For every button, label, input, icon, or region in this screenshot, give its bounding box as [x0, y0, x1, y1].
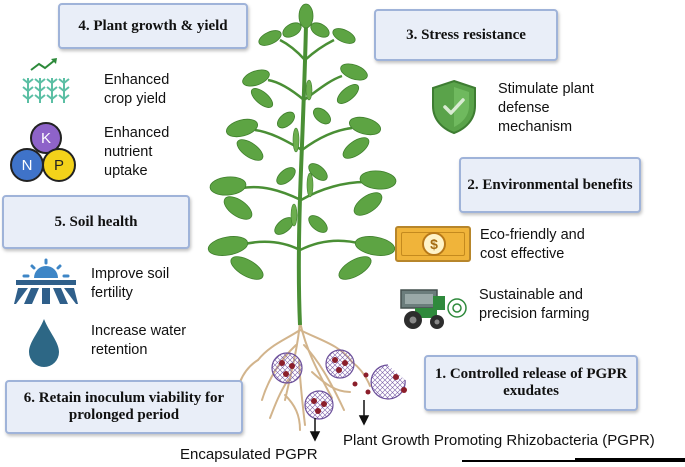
npk-nutrient-icon: K N P [10, 122, 80, 186]
water-drop-icon [29, 319, 59, 367]
money-bill-icon: $ [395, 226, 471, 262]
defense-text: Stimulate plant defense mechanism [498, 81, 594, 135]
environmental-benefits-box: 2. Environmental benefits [459, 157, 641, 213]
shield-check-icon [432, 79, 476, 135]
encapsulated-pgpr-label: Encapsulated PGPR [180, 446, 318, 463]
tractor-icon [400, 289, 467, 329]
plant-growth-box: 4. Plant growth & yield [58, 3, 248, 49]
controlled-release-box: 1. Controlled release of PGPR exudates [424, 355, 638, 411]
encapsulated-bead [304, 390, 334, 420]
eco-friendly-text: Eco-friendly and cost effective [480, 227, 585, 262]
label-arrows [309, 400, 370, 442]
soil-health-box: 5. Soil health [2, 195, 190, 249]
potassium-circle: K [30, 122, 62, 154]
phosphorus-circle: P [42, 148, 76, 182]
pgpr-label: Plant Growth Promoting Rhizobacteria (PG… [343, 432, 655, 449]
encapsulated-bead [271, 352, 303, 384]
precision-farming-text: Sustainable and precision farming [479, 287, 590, 322]
nutrient-uptake-text: Enhanced nutrient uptake [104, 125, 170, 179]
growth-chart-icon [22, 58, 70, 103]
crop-yield-text: Enhanced crop yield [104, 72, 170, 107]
water-retention-text: Increase water retention [91, 323, 187, 358]
soil-sun-icon [14, 258, 78, 304]
broken-bead [370, 364, 407, 400]
coin-symbol: $ [422, 232, 446, 256]
stem [296, 24, 308, 326]
soil-fertility-text: Improve soil fertility [91, 266, 170, 301]
encapsulated-bead [325, 349, 355, 379]
nitrogen-circle: N [10, 148, 44, 182]
released-bacteria [352, 372, 371, 395]
stress-resistance-box: 3. Stress resistance [374, 9, 558, 61]
inoculum-viability-box: 6. Retain inoculum viability for prolong… [5, 380, 243, 434]
